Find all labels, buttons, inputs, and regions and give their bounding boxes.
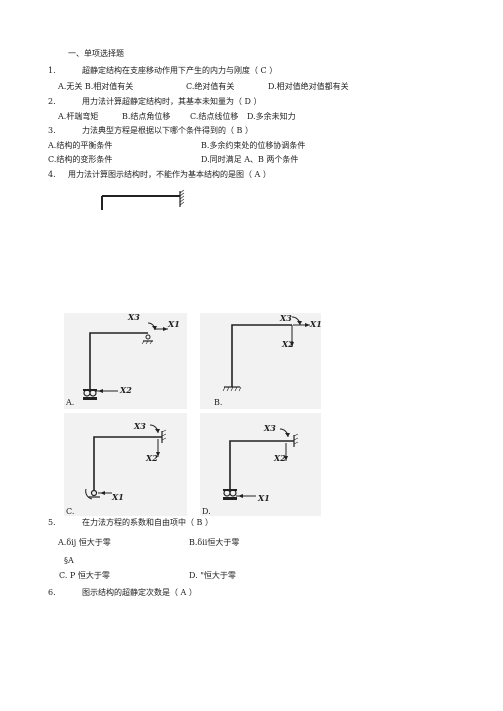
figure-b-x3-label: X3 [280,313,292,323]
q2-option-a: A.杆端弯矩 [58,112,99,121]
q3-option-c: C.结构的变形条件 [48,155,113,164]
figure-a-panel: X3 X1 X2 A. [64,312,187,409]
figure-a-frame [83,322,168,400]
question-3-text: 力法典型方程是根据以下哪个条件得到的（ B ） [82,126,253,135]
q3-option-b: B.多余约束处的位移协调条件 [201,141,306,150]
figure-b-panel: X3 X1 X2 B. [200,313,322,409]
cantilever-beam-figure [101,190,185,210]
figure-a-x1-label: X1 [168,319,180,329]
q3-option-d: D.同时满足 A、B 两个条件 [201,155,299,164]
figure-b-frame [222,316,310,392]
question-5-text: 在力法方程的系数和自由项中（ B ） [82,518,213,527]
q5-option-c: C. P 恒大于零 [59,571,110,580]
figure-b-label: B. [214,398,223,407]
section-title: 一、单项选择题 [68,49,124,58]
figure-d-label: D. [202,507,211,516]
figure-c-label: C. [66,507,75,516]
question-1-number: 1. [48,66,56,75]
figure-c-frame [85,424,167,500]
question-5-number: 5. [48,518,56,527]
figure-d-x2-label: X2 [274,453,286,463]
figure-b-x2-label: X2 [282,339,294,349]
question-4-number: 4. [48,170,56,179]
figure-b-x1-label: X1 [310,319,322,329]
question-2-number: 2. [48,97,56,106]
figure-a-x3-label: X3 [128,312,140,322]
question-1-text: 超静定结构在支座移动作用下产生的内力与刚度（ C ） [82,66,278,75]
figure-c-x1-label: X1 [112,492,124,502]
figure-c-panel: X3 X2 X1 C. [64,413,187,516]
q5-option-b: B.δii恒大于零 [189,538,240,547]
figure-c-x2-label: X2 [146,453,158,463]
figure-d-x3-label: X3 [264,423,276,433]
q1-option-ab: A.无关 B.相对值有关 [58,82,134,91]
q2-option-d: D.多余未知力 [247,112,296,121]
figure-c-x3-label: X3 [134,421,146,431]
figure-d-panel: X3 X2 X1 D. [200,413,321,516]
q3-option-a: A.结构的平衡条件 [48,141,113,150]
q5-option-a: A.δij 恒大于零 [58,538,111,547]
q2-option-b: B.结点角位移 [122,112,171,121]
figure-a-x2-label: X2 [120,385,132,395]
q5-option-d: D. "恒大于零 [189,571,236,580]
q5-fragment: §A [64,556,74,565]
figure-d-frame [223,428,299,500]
q2-option-c: C.结点线位移 [190,112,239,121]
figure-d-x1-label: X1 [258,493,270,503]
question-4-text: 用力法计算图示结构时，不能作为基本结构的是图（ A ） [68,170,271,179]
q1-option-d: D.相对值绝对值都有关 [268,82,349,91]
question-3-number: 3. [48,126,56,135]
question-6-text: 图示结构的超静定次数是（ A ） [82,588,197,597]
figure-a-label: A. [66,398,75,407]
question-2-text: 用力法计算超静定结构时，其基本未知量为（ D ） [82,97,262,106]
q1-option-c: C.绝对值有关 [186,82,235,91]
question-6-number: 6. [48,588,56,597]
